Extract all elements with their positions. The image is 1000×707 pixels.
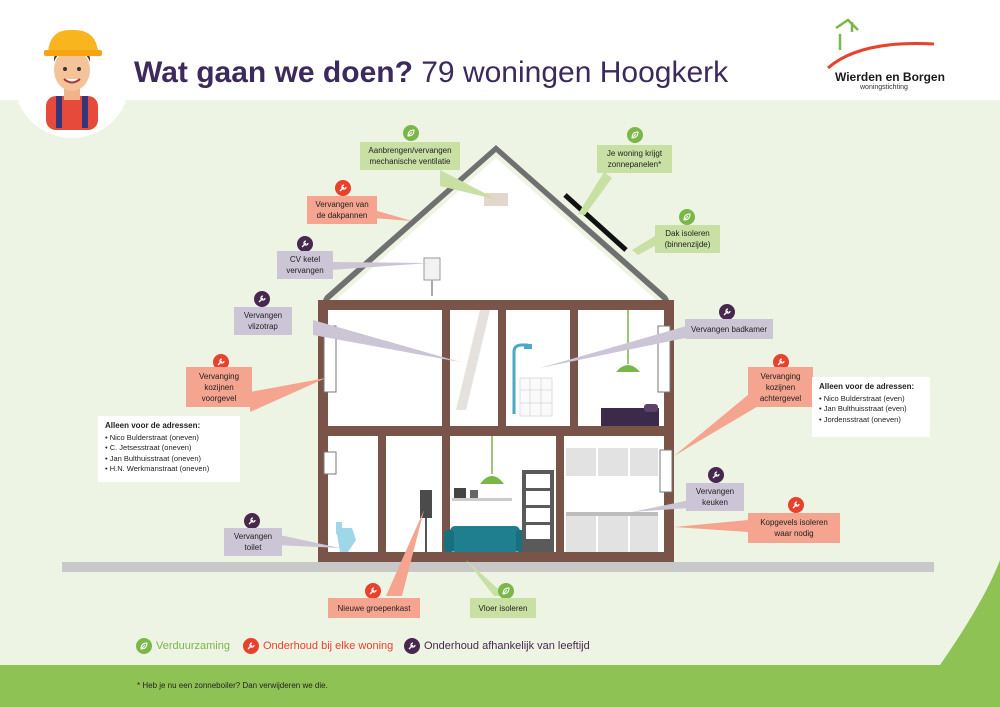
address-heading: Alleen voor de adressen: (819, 382, 915, 391)
address-box-left: Alleen voor de adressen: • Nico Bulderst… (98, 416, 240, 482)
label-vloer-isoleren: Vloer isoleren (470, 598, 536, 618)
address-item: • H.N. Werkmanstraat (oneven) (105, 464, 210, 473)
wrench-icon (773, 354, 789, 370)
label-zonnepanelen: Je woning krijgt zonnepanelen* (597, 145, 672, 173)
legend-verduurzaming: Verduurzaming (156, 640, 230, 652)
address-item: • C. Jetsesstraat (oneven) (105, 443, 192, 452)
legend-onderhoud-elke-woning: Onderhoud bij elke woning (263, 640, 394, 652)
page-title: Wat gaan we doen? 79 woningen Hoogkerk (134, 56, 728, 90)
worker-avatar (44, 29, 102, 130)
wrench-icon (243, 638, 259, 654)
brand-subtitle: woningstichting (860, 84, 908, 91)
address-item: • Nico Bulderstraat (even) (819, 393, 905, 403)
label-dak-isoleren: Dak isoleren (binnenzijde) (655, 225, 720, 253)
label-toilet: Vervangen toilet (224, 528, 282, 556)
address-item: • Jan Bulthuisstraat (even) (819, 404, 907, 413)
label-kozijnen-voorgevel: Vervanging kozijnen voorgevel (186, 367, 252, 407)
wrench-icon (254, 291, 270, 307)
wrench-icon (788, 497, 804, 513)
wrench-icon (213, 354, 229, 370)
leaf-icon (498, 583, 514, 599)
leaf-icon (403, 125, 419, 141)
label-dakpannen: Vervangen van de dakpannen (307, 196, 377, 224)
label-keuken: Vervangen keuken (686, 483, 744, 511)
wrench-icon (365, 583, 381, 599)
title-bold: Wat gaan we doen? (134, 56, 413, 89)
label-vlizotrap: Vervangen vlizotrap (234, 307, 292, 335)
address-heading: Alleen voor de adressen: (105, 421, 201, 430)
address-item: • Jan Bulthuisstraat (oneven) (105, 453, 202, 463)
brand-name: Wierden en Borgen (835, 70, 945, 84)
wrench-icon (719, 304, 735, 320)
wrench-icon (404, 638, 420, 654)
wrench-icon (244, 513, 260, 529)
wrench-icon (708, 467, 724, 483)
label-mechanische-ventilatie: Aanbrengen/vervangen mechanische ventila… (360, 142, 460, 170)
label-badkamer: Vervangen badkamer (685, 319, 773, 339)
leaf-icon (679, 209, 695, 225)
leaf-icon (136, 638, 152, 654)
leaf-icon (627, 127, 643, 143)
address-box-right: Alleen voor de adressen: • Nico Bulderst… (812, 377, 930, 437)
wierden-borgen-logo (827, 18, 935, 70)
title-rest: 79 woningen Hoogkerk (421, 56, 729, 89)
label-kozijnen-achtergevel: Vervanging kozijnen achtergevel (748, 367, 813, 407)
label-groepenkast: Nieuwe groepenkast (328, 598, 420, 618)
legend-onderhoud-leeftijd: Onderhoud afhankelijk van leeftijd (424, 640, 590, 652)
footnote: * Heb je nu een zonneboiler? Dan verwijd… (137, 681, 328, 690)
wrench-icon (297, 236, 313, 252)
wrench-icon (335, 180, 351, 196)
label-kopgevels: Kopgevels isoleren waar nodig (748, 513, 840, 543)
label-cv-ketel: CV ketel vervangen (277, 251, 333, 279)
address-item: • Jordensstraat (oneven) (819, 414, 901, 424)
address-item: • Nico Bulderstraat (oneven) (105, 432, 199, 442)
